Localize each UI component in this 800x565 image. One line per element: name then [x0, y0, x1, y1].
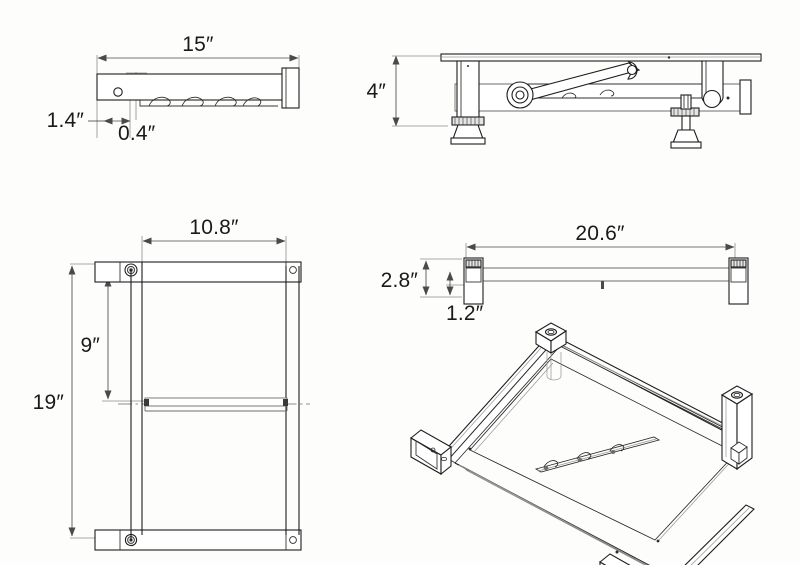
dimension-20_6in: 20.6″ — [466, 222, 735, 251]
iso-rail-front-right — [684, 504, 755, 565]
front-view-lift-strut — [506, 61, 641, 109]
view-isometric-assembly — [410, 322, 755, 565]
dimension-15in: 15″ — [97, 33, 299, 62]
dimension-4in: 4″ — [366, 55, 460, 127]
view-front-elevation: 4″ — [366, 53, 762, 149]
iso-rail-front-left — [454, 462, 650, 565]
dimension-label-19in: 19″ — [33, 391, 65, 414]
dimension-2_8in: 2.8″ — [381, 260, 430, 296]
dimension-label-4in: 4″ — [366, 80, 386, 103]
dimension-label-15in: 15″ — [182, 33, 214, 56]
side-view-hook-profile — [148, 96, 262, 107]
plan-view-cross-member — [144, 397, 288, 412]
dimension-1_4in: 1.4″ — [47, 109, 131, 132]
rear-view-left-bracket — [463, 257, 484, 305]
dimension-1_2in: 1.2″ — [446, 271, 484, 325]
view-plan: 10.8″ 19″ 9″ — [33, 216, 310, 551]
dimension-label-9in: 9″ — [80, 334, 100, 357]
dimension-label-1_4in: 1.4″ — [47, 109, 85, 132]
iso-top-mount-post — [534, 322, 568, 381]
iso-hook-strip — [534, 436, 661, 473]
iso-left-arm-end — [410, 429, 452, 476]
dimension-10_8in: 10.8″ — [142, 216, 286, 245]
dimension-label-0_4in: 0.4″ — [118, 122, 156, 145]
iso-corner-block — [730, 441, 748, 465]
iso-fasteners — [468, 447, 660, 543]
front-view-left-leg — [450, 60, 486, 145]
dimension-19in: 19″ — [33, 265, 76, 537]
dimension-label-2_8in: 2.8″ — [381, 269, 419, 292]
rear-view-right-bracket — [728, 257, 749, 305]
front-view-right-leg — [670, 60, 724, 149]
dimension-label-1_2in: 1.2″ — [446, 302, 484, 325]
rear-view-cross-rail — [470, 267, 733, 289]
side-view-arm-body — [96, 67, 300, 109]
dimension-9in: 9″ — [80, 277, 112, 400]
plan-view-top-rail — [94, 261, 302, 283]
iso-bottom-arm-end — [599, 550, 631, 565]
iso-rail-back-right — [544, 333, 747, 442]
dimension-label-20_6in: 20.6″ — [575, 222, 625, 245]
view-rear-elevation: 20.6″ 2.8″ 1.2″ — [381, 222, 749, 325]
plan-view-bottom-rail — [94, 529, 302, 551]
iso-rail-back-left — [440, 337, 561, 464]
front-view-top-deck — [440, 53, 762, 62]
dimension-label-10_8in: 10.8″ — [189, 216, 239, 239]
view-side-elevation: 15″ 1.4″ 0.4″ — [47, 33, 300, 145]
